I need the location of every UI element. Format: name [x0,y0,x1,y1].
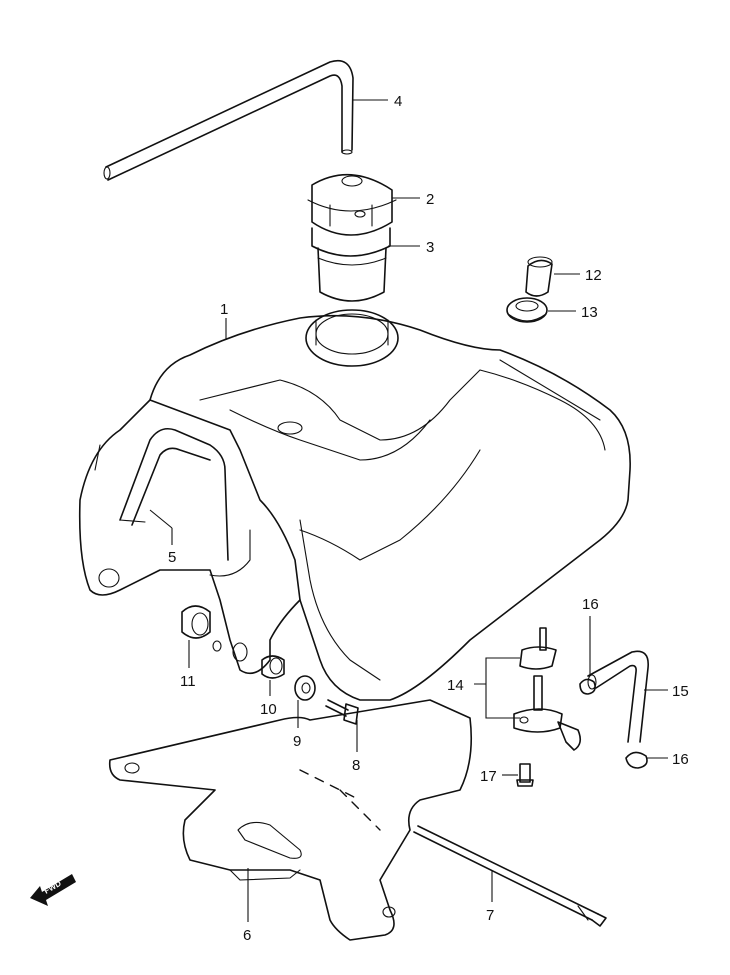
callout-17: 17 [480,768,497,785]
callout-14: 14 [447,677,464,694]
fuel-hose [587,650,649,743]
callout-10: 10 [260,701,277,718]
callout-15: 15 [672,683,689,700]
callout-numbers: 1 2 3 4 5 6 7 8 9 10 11 12 13 14 15 16 1… [168,93,689,944]
callout-1: 1 [220,301,228,318]
callout-11: 11 [180,673,196,690]
forward-arrow-icon: FWD [30,874,76,906]
screw [516,763,534,787]
callout-3: 3 [426,239,434,256]
tank-strap [413,825,607,927]
tank-cushion [119,427,229,561]
rubber-cushion [181,605,211,639]
tank-plate [108,699,473,941]
callout-2: 2 [426,191,434,208]
fuel-tank [78,309,631,701]
callout-13: 13 [581,304,598,321]
grommet [506,297,548,323]
callout-16-lower: 16 [672,751,689,768]
callout-7: 7 [486,907,494,924]
small-collar [525,256,553,297]
spacer-collar [261,655,285,679]
hose-clip-upper [579,678,596,695]
callout-12: 12 [585,267,602,284]
cap-gasket [311,227,391,302]
callout-6: 6 [243,927,251,944]
callout-4: 4 [394,93,402,110]
leader-lines [149,99,668,922]
callout-8: 8 [352,757,360,774]
callout-9: 9 [293,733,301,750]
breather-hose [103,59,354,181]
callout-5: 5 [168,549,176,566]
washer [294,675,316,701]
callout-16-upper: 16 [582,596,599,613]
fuel-cock [513,627,582,751]
hose-clip-lower [625,751,648,769]
fuel-cap [307,173,397,236]
